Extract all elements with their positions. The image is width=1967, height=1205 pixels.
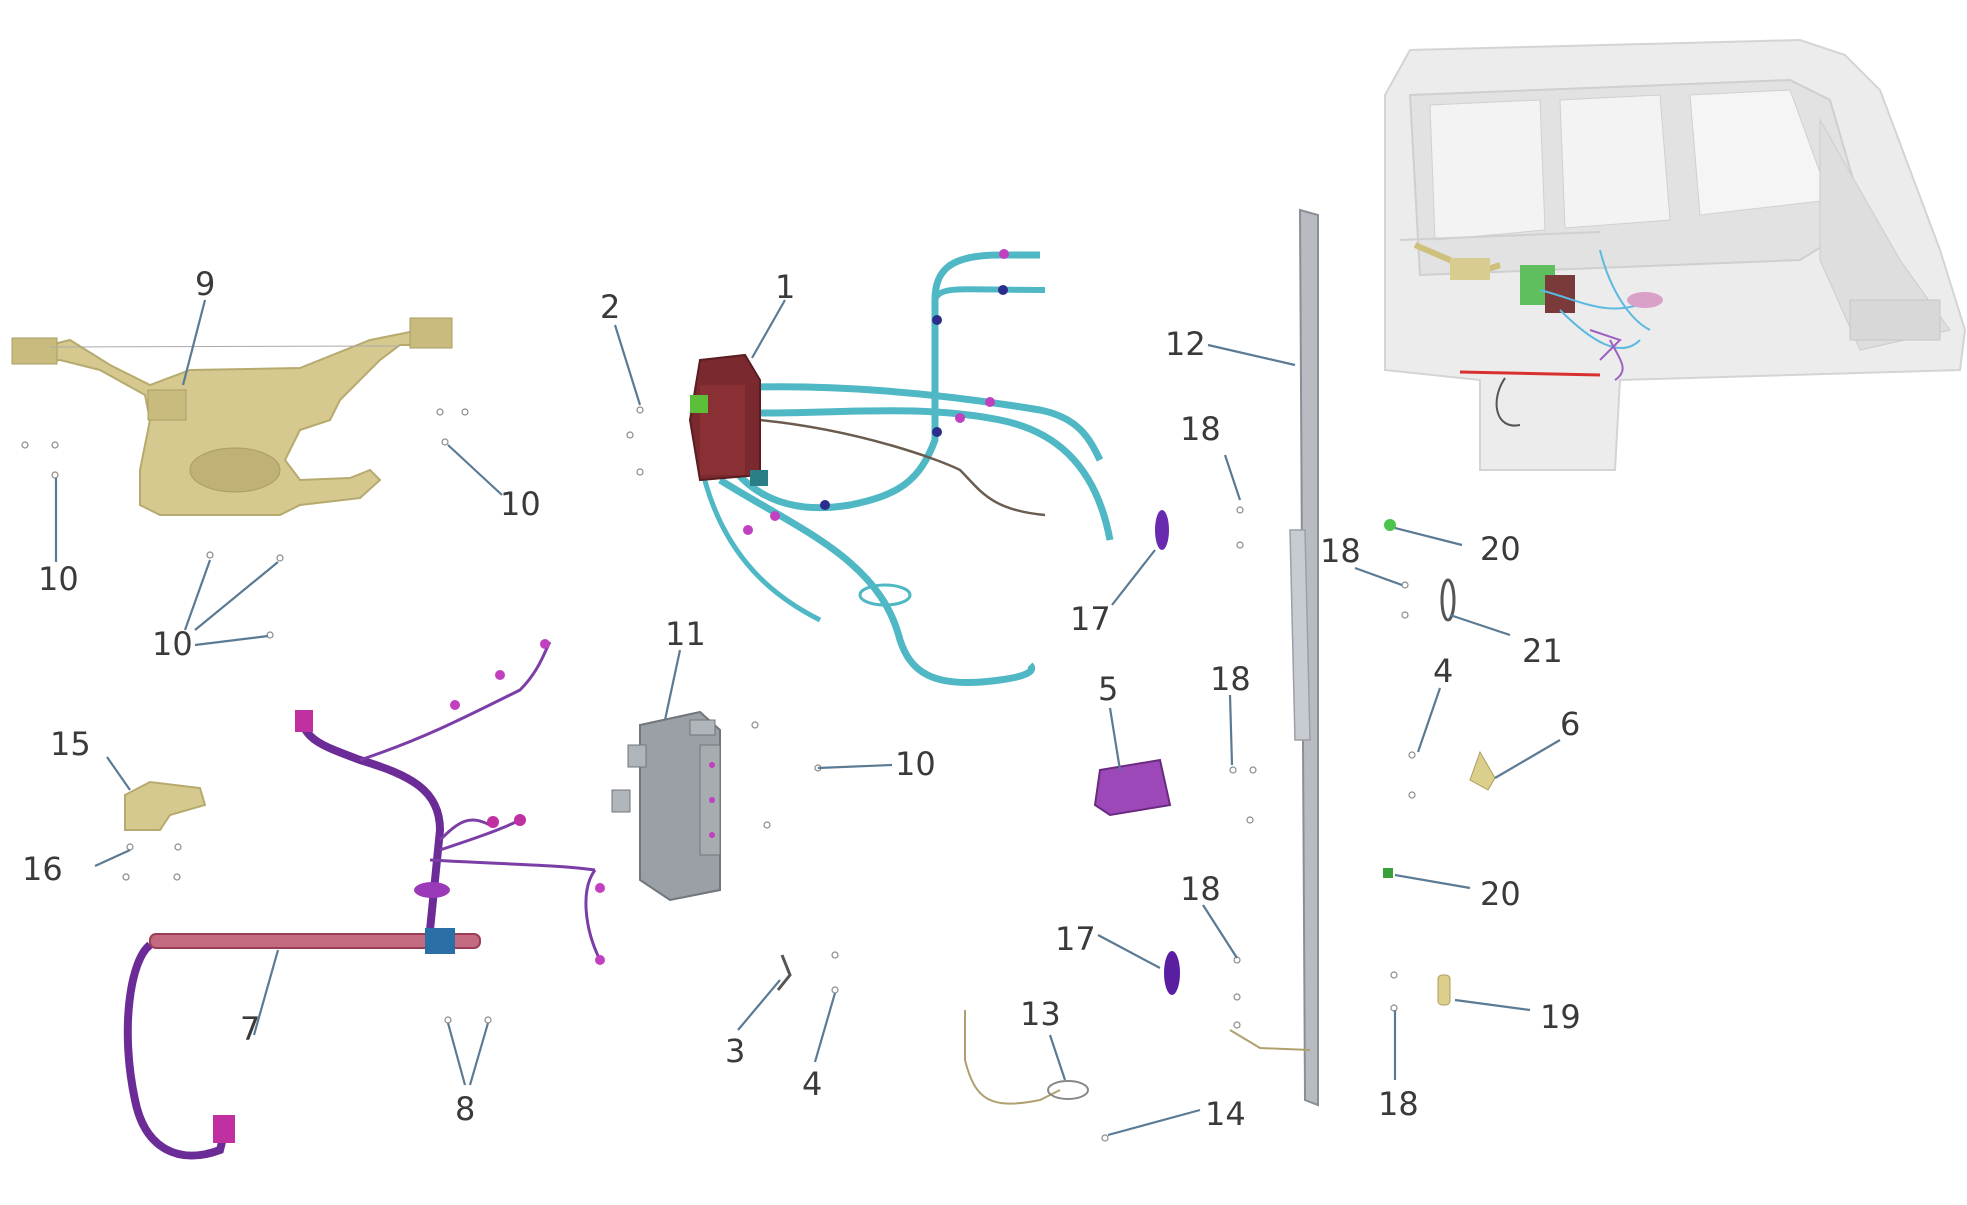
callout-10-upper: 10 [500,485,541,523]
part-3 [776,954,792,991]
callout-18-d: 18 [1180,870,1221,908]
callout-21: 21 [1522,632,1563,670]
part-1-main-harness [688,249,1114,687]
callout-3: 3 [725,1032,745,1070]
fasteners [21,406,1416,1142]
callout-1: 1 [775,268,795,306]
callout-10-left: 10 [38,560,79,598]
cab-overview [1384,38,1967,471]
callout-labels: 1 2 3 4 4 5 6 7 8 9 10 10 10 10 11 12 13… [22,265,1581,1133]
callout-14: 14 [1205,1095,1246,1133]
callout-17-upper: 17 [1070,600,1111,638]
callout-10-ecu: 10 [895,745,936,783]
part-21 [1440,578,1456,622]
callout-12: 12 [1165,325,1206,363]
callout-18-e: 18 [1378,1085,1419,1123]
callout-18-c: 18 [1210,660,1251,698]
part-17-lower [1164,951,1180,995]
part-19 [1437,974,1451,1006]
leader-lines [54,299,1561,1137]
callout-8: 8 [455,1090,475,1128]
callout-5: 5 [1098,670,1118,708]
part-12-rail [1289,208,1319,1107]
callout-13: 13 [1020,995,1061,1033]
part-13-cable [964,1010,1311,1105]
callout-18-a: 18 [1180,410,1221,448]
callout-16: 16 [22,850,63,888]
callout-6: 6 [1560,705,1580,743]
callout-20-upper: 20 [1480,530,1521,568]
callout-17-lower: 17 [1055,920,1096,958]
callout-11: 11 [665,615,706,653]
callout-20-lower: 20 [1480,875,1521,913]
callout-10-bottom: 10 [152,625,193,663]
callout-7: 7 [240,1010,260,1048]
callout-2: 2 [600,288,620,326]
part-20-lower [1383,868,1393,878]
callout-15: 15 [50,725,91,763]
part-15-bracket [124,780,207,831]
part-9-bracket [11,317,453,516]
part-5-actuator [1093,758,1172,817]
callout-18-b: 18 [1320,532,1361,570]
part-17-upper [1155,510,1169,550]
callout-4-right: 4 [1433,652,1453,690]
callout-9: 9 [195,265,215,303]
callout-19: 19 [1540,998,1581,1036]
part-6 [1469,750,1496,791]
callout-4-lower: 4 [802,1065,822,1103]
part-7-body-harness [123,639,605,1160]
part-11-ecu-module [611,710,721,902]
part-20-upper [1384,519,1396,531]
